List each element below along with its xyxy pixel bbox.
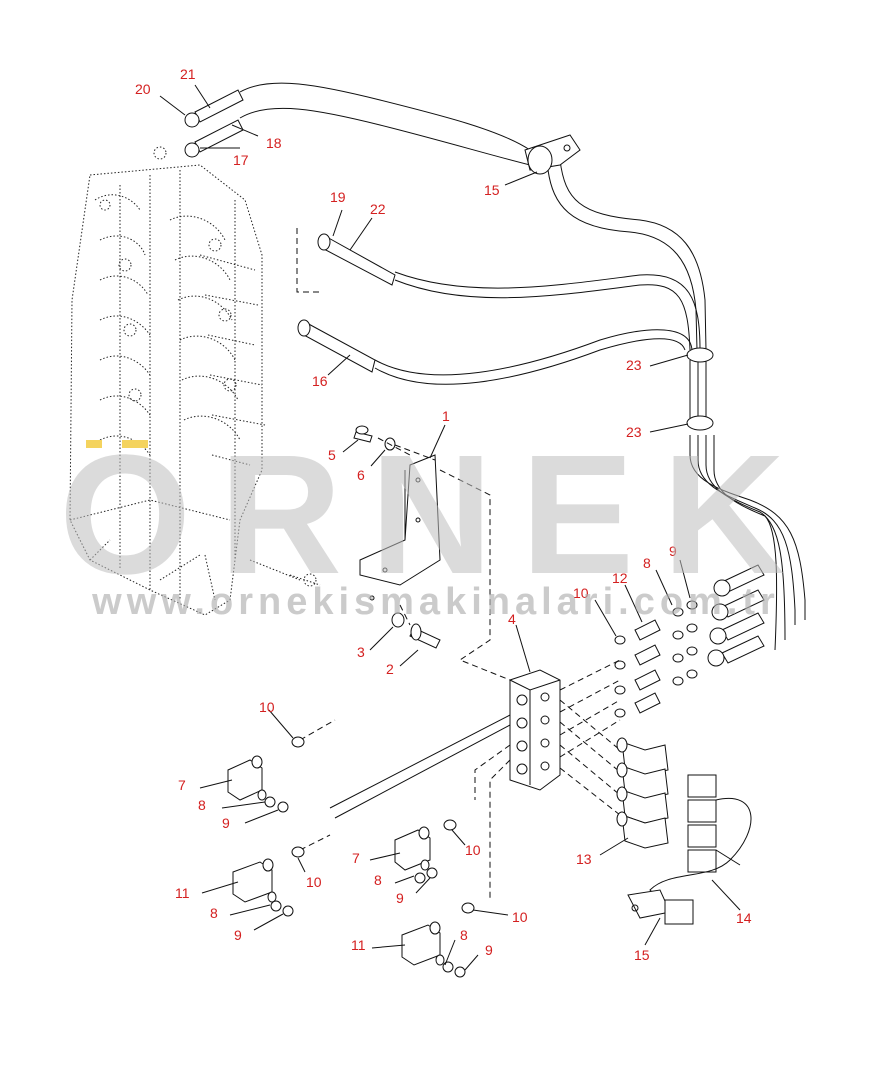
callout-10-left: 10 [259, 699, 275, 715]
callout-15-upper: 15 [484, 182, 500, 198]
callout-16: 16 [312, 373, 328, 389]
callout-9-left: 9 [222, 815, 230, 831]
callout-23-lower: 23 [626, 424, 642, 440]
mounting-bracket [353, 425, 511, 681]
callout-8-mid: 8 [374, 872, 382, 888]
callout-6: 6 [357, 467, 365, 483]
callout-12: 12 [612, 570, 628, 586]
watermark-url: www.ornekismakinalari.com.tr [92, 581, 780, 623]
callout-3: 3 [357, 644, 365, 660]
callout-18: 18 [266, 135, 282, 151]
highlight-mark [122, 440, 148, 448]
control-valve-assembly [69, 146, 321, 616]
callout-21: 21 [180, 66, 196, 82]
callout-10-right: 10 [573, 585, 589, 601]
lower-hoses [299, 714, 511, 900]
callout-13: 13 [576, 851, 592, 867]
hose-fitting-16 [297, 319, 376, 373]
callout-7-mid: 7 [352, 850, 360, 866]
leader-lines [159, 84, 741, 971]
hose-fitting-22 [296, 228, 396, 293]
hose-clamp [524, 134, 581, 175]
callout-1: 1 [442, 408, 450, 424]
hose-fittings-top [184, 89, 244, 158]
callout-7-left: 7 [178, 777, 186, 793]
elbow-fitting [227, 736, 305, 813]
solenoid-valves [616, 737, 669, 849]
callout-11-mid: 11 [351, 937, 366, 953]
callout-9-right: 9 [669, 543, 677, 559]
callout-10-mid: 10 [465, 842, 481, 858]
manifold-block [509, 659, 621, 816]
adapter-fittings [614, 564, 765, 718]
callout-23-upper: 23 [626, 357, 642, 373]
callout-14: 14 [736, 910, 752, 926]
elbow-fitting [401, 902, 475, 978]
callout-20: 20 [135, 81, 151, 97]
watermark-brand: ORNEK [59, 420, 813, 610]
callout-5: 5 [328, 447, 336, 463]
callout-19: 19 [330, 189, 346, 205]
callout-8-left: 8 [198, 797, 206, 813]
callout-17: 17 [233, 152, 249, 168]
callout-9-lowmid: 9 [485, 942, 493, 958]
wiring-harness [627, 774, 752, 925]
callout-8-lowmid: 8 [460, 927, 468, 943]
callout-9-mid: 9 [396, 890, 404, 906]
callout-11-left: 11 [175, 885, 190, 901]
elbow-fitting [232, 846, 305, 917]
hose-band [686, 347, 714, 431]
callout-9-lowleft: 9 [234, 927, 242, 943]
upper-hoses [239, 82, 806, 651]
callout-10-midleft: 10 [306, 874, 322, 890]
callout-labels: 21 20 18 17 15 19 22 16 23 23 1 5 6 3 2 … [135, 66, 752, 963]
highlight-mark [86, 440, 102, 448]
callout-4: 4 [508, 611, 516, 627]
callout-10-lowmid: 10 [512, 909, 528, 925]
callout-8-right: 8 [643, 555, 651, 571]
callout-15-lower: 15 [634, 947, 650, 963]
callout-2: 2 [386, 661, 394, 677]
callout-8-lowleft: 8 [210, 905, 218, 921]
elbow-fitting [394, 819, 457, 884]
callout-22: 22 [370, 201, 386, 217]
